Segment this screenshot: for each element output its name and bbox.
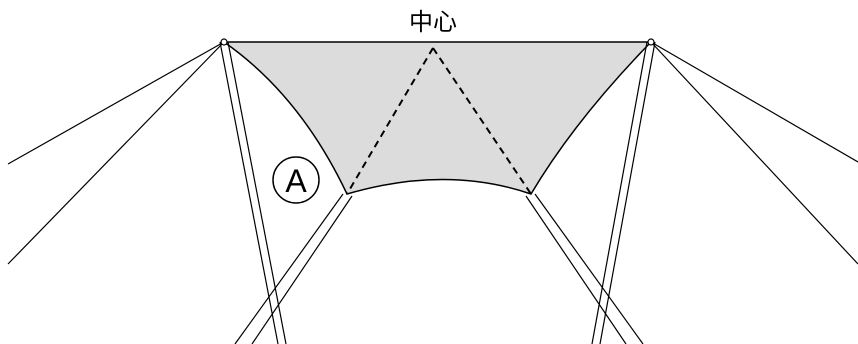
marker-a-label: A xyxy=(285,163,307,199)
left-inner-leg xyxy=(234,193,353,344)
center-label: 中心 xyxy=(409,8,457,36)
guy-rope-left-lower xyxy=(7,41,225,265)
center-guide-right xyxy=(432,47,532,195)
right-inner-leg xyxy=(525,193,644,344)
center-panel xyxy=(221,41,653,195)
left-pole xyxy=(219,41,287,344)
marker-a: A xyxy=(272,156,320,204)
guy-rope-left-upper xyxy=(7,41,225,165)
right-pole xyxy=(591,41,656,344)
left-pole-top xyxy=(220,38,228,46)
center-guide-left xyxy=(346,47,434,195)
guy-rope-right-lower xyxy=(650,41,858,265)
guy-rope-right-upper xyxy=(650,41,858,163)
right-pole-top xyxy=(647,38,655,46)
